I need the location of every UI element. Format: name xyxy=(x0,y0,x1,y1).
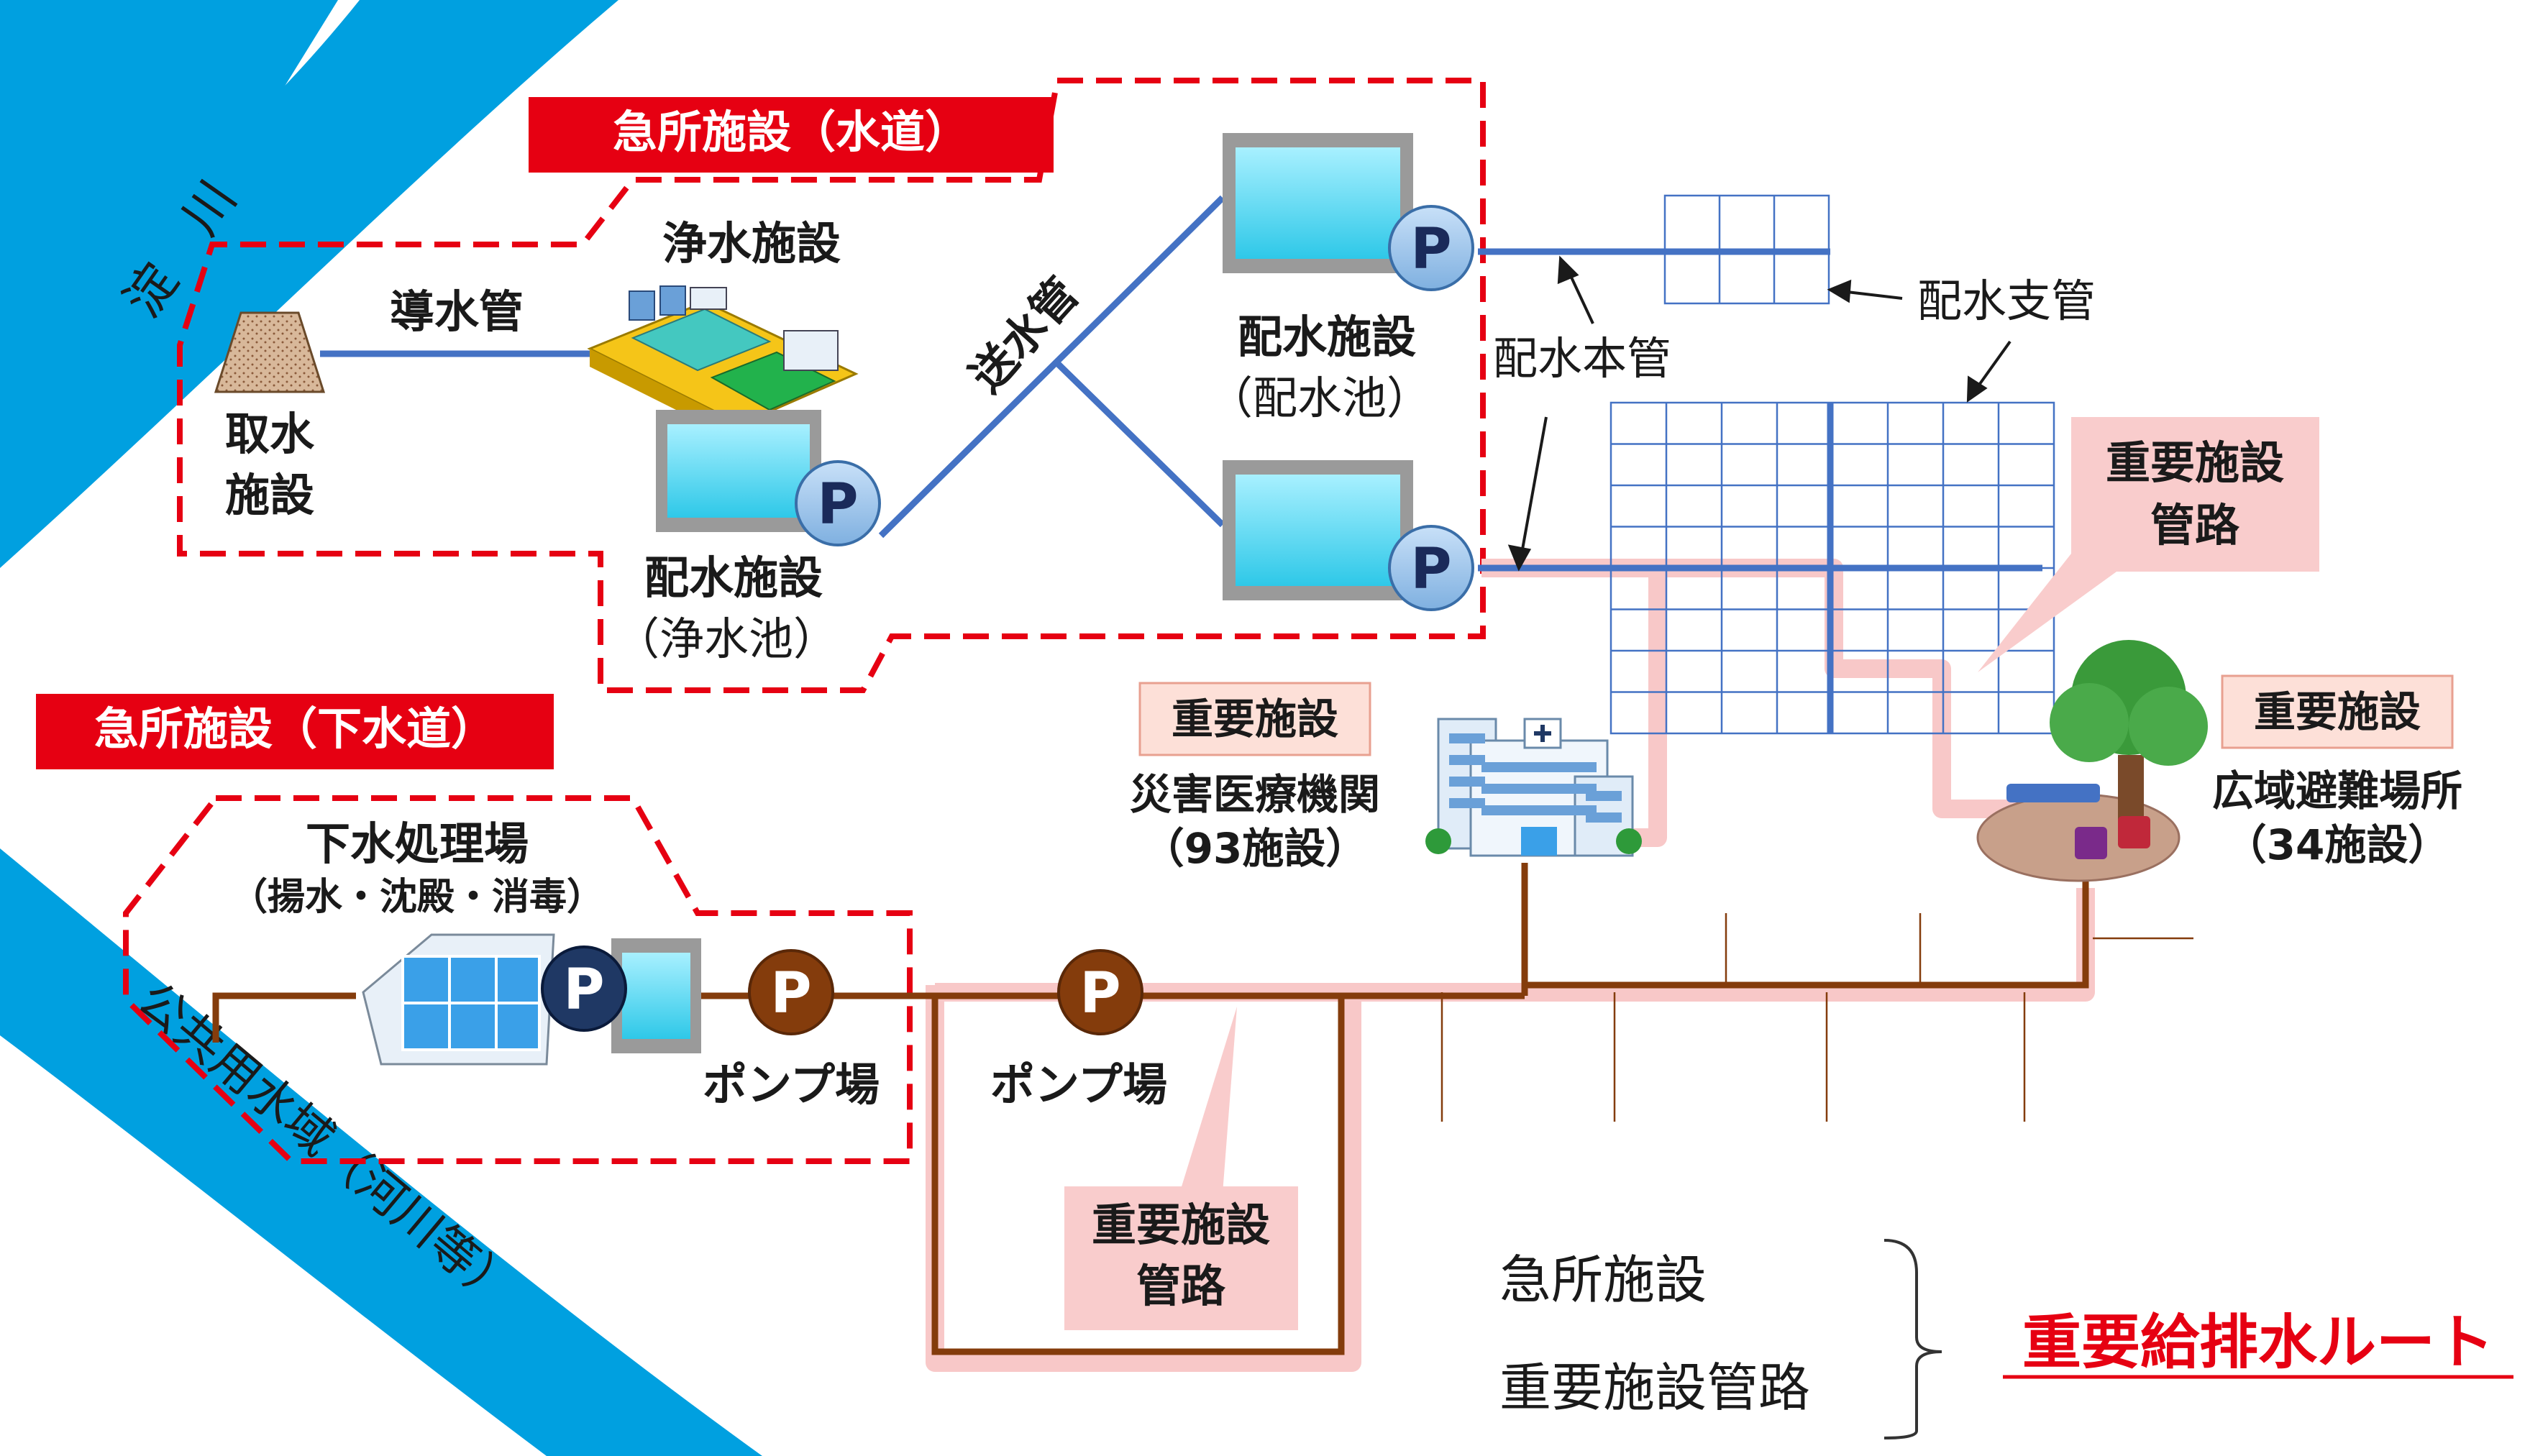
pump-icon-lower: P xyxy=(1388,525,1474,611)
svg-text:P: P xyxy=(1410,537,1451,602)
svg-text:重要施設: 重要施設 xyxy=(1092,1199,1270,1251)
legend-item-critical: 急所施設 xyxy=(1499,1250,1707,1310)
sewer-lateral-lines xyxy=(1440,913,2193,1122)
sewer-pump-brown-icon-1: P xyxy=(748,949,834,1035)
hospital-label: 災害医療機関 xyxy=(1130,770,1380,819)
pipe-label-arrows xyxy=(1507,255,2012,572)
hospital-icon xyxy=(1425,718,1642,857)
right-distribution-label: 配水施設 xyxy=(1238,311,1416,363)
upper-tank-water xyxy=(1236,147,1400,259)
evacuation-park-icon xyxy=(1976,640,2208,882)
sewer-critical-label: 急所施設（下水道） xyxy=(94,702,496,755)
hospital-count: （93施設） xyxy=(1143,824,1368,873)
evac-count: （34施設） xyxy=(2225,820,2450,869)
svg-text:P: P xyxy=(1079,961,1120,1026)
hospital-tag: 重要施設 xyxy=(1172,695,1338,743)
important-pipe-callout-lower: 重要施設 管路 xyxy=(1064,1007,1298,1330)
svg-text:P: P xyxy=(770,961,811,1026)
pump-icon-left: P xyxy=(795,460,881,546)
water-critical-label-box xyxy=(529,97,1054,173)
legend-result: 重要給排水ルート xyxy=(2022,1309,2494,1377)
water-critical-label: 急所施設（水道） xyxy=(613,106,969,158)
svg-text:重要施設: 重要施設 xyxy=(2106,436,2284,489)
svg-text:P: P xyxy=(817,472,858,537)
left-tank-water xyxy=(667,424,810,518)
sewer-critical-label-box xyxy=(36,694,554,769)
main-pipe-label: 配水本管 xyxy=(1493,332,1671,385)
svg-text:P: P xyxy=(1410,217,1451,282)
pump-icon-upper: P xyxy=(1388,205,1474,291)
transmission-label: 送水管 xyxy=(960,267,1089,402)
sewer-tank-water xyxy=(622,953,690,1039)
sewage-plant-label: 下水処理場 xyxy=(306,818,529,870)
right-distribution-sub: （配水池） xyxy=(1208,372,1431,424)
sewer-critical-boundary xyxy=(123,795,913,1164)
important-pipe-callout-upper: 重要施設 管路 xyxy=(1978,417,2319,672)
lower-tank-water xyxy=(1236,475,1400,586)
branch-pipe-label: 配水支管 xyxy=(1917,275,2096,327)
sewer-pump-navy-icon: P xyxy=(541,946,627,1032)
evac-tag-box xyxy=(2221,674,2454,749)
left-distribution-label: 配水施設 xyxy=(644,551,823,604)
evac-tag: 重要施設 xyxy=(2254,687,2421,736)
sewage-plant-icon xyxy=(362,933,555,1066)
intake-facility-icon xyxy=(214,311,326,393)
pump-station-label-2: ポンプ場 xyxy=(990,1058,1167,1111)
water-pipes xyxy=(320,195,2042,572)
intake-label-1: 取水 xyxy=(225,408,315,460)
top-river-shape xyxy=(0,0,618,568)
intake-label-2: 施設 xyxy=(225,469,314,521)
sewage-plant-sub: （揚水・沈殿・消毒） xyxy=(230,876,604,919)
purification-label: 浄水施設 xyxy=(662,217,841,270)
conduit-label: 導水管 xyxy=(390,285,524,338)
legend-item-important-pipe: 重要施設管路 xyxy=(1499,1357,1810,1418)
water-critical-boundary xyxy=(177,78,1486,693)
evac-label: 広域避難場所 xyxy=(2212,766,2462,815)
pump-station-label-1: ポンプ場 xyxy=(703,1058,880,1111)
svg-text:管路: 管路 xyxy=(1136,1260,1226,1312)
svg-text:管路: 管路 xyxy=(2150,499,2240,551)
hospital-tag-box xyxy=(1138,682,1371,756)
svg-text:P: P xyxy=(563,958,604,1022)
left-distribution-sub: （浄水池） xyxy=(615,613,838,665)
legend-brace xyxy=(1883,1239,1942,1439)
sewer-pump-brown-icon-2: P xyxy=(1057,949,1143,1035)
